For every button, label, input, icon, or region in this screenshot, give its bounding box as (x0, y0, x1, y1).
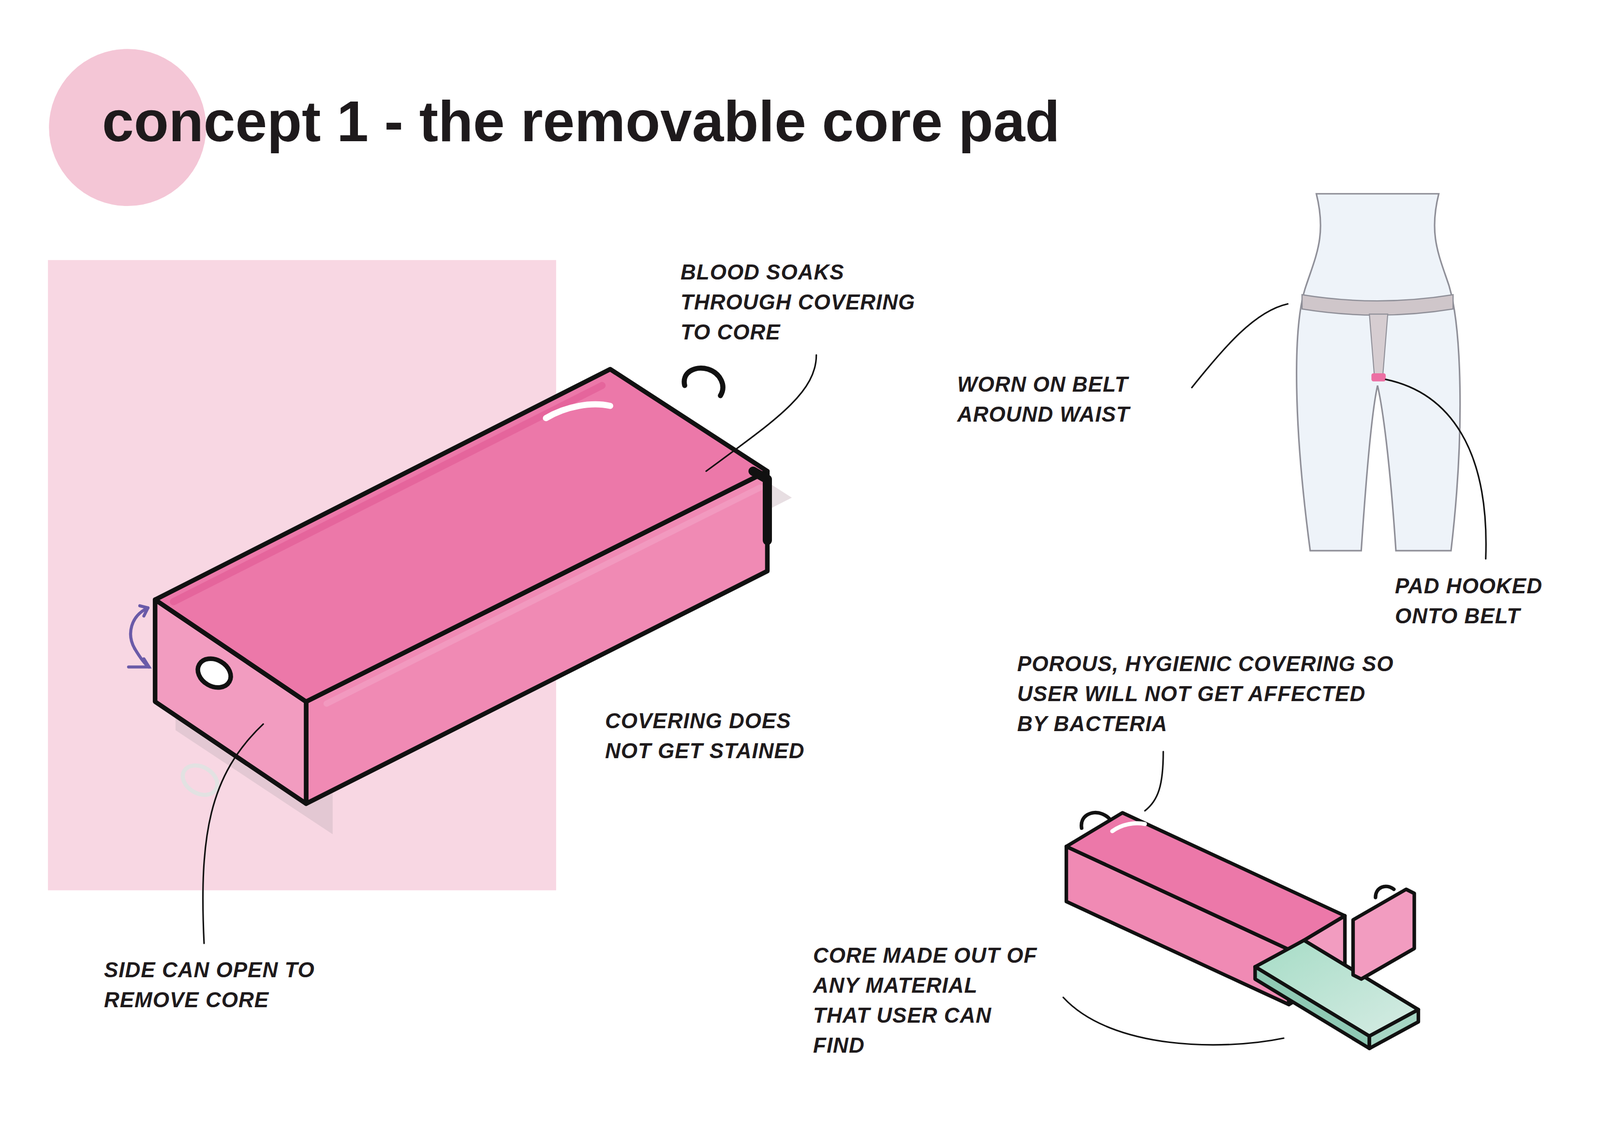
concept-title: concept 1 - the removable core pad (102, 87, 1060, 157)
rotate-arrow (128, 606, 149, 668)
annotation-label: COVERING DOES NOT GET STAINED (605, 706, 843, 767)
annotation-label: CORE MADE OUT OF ANY MATERIAL THAT USER … (813, 940, 1041, 1061)
core-pad-illustration (1066, 812, 1419, 1049)
annotation-label: PAD HOOKED ONTO BELT (1394, 571, 1570, 632)
annotation-label: BLOOD SOAKS THROUGH COVERING TO CORE (680, 257, 942, 348)
pad-illustration (155, 368, 768, 804)
annotation-label: SIDE CAN OPEN TO REMOVE CORE (103, 955, 346, 1016)
leader-lines (203, 304, 1487, 1046)
annotation-label: POROUS, HYGIENIC COVERING SO USER WILL N… (1017, 649, 1395, 740)
body-figure (1296, 193, 1461, 551)
annotation-label: WORN ON BELT AROUND WAIST (957, 369, 1166, 430)
